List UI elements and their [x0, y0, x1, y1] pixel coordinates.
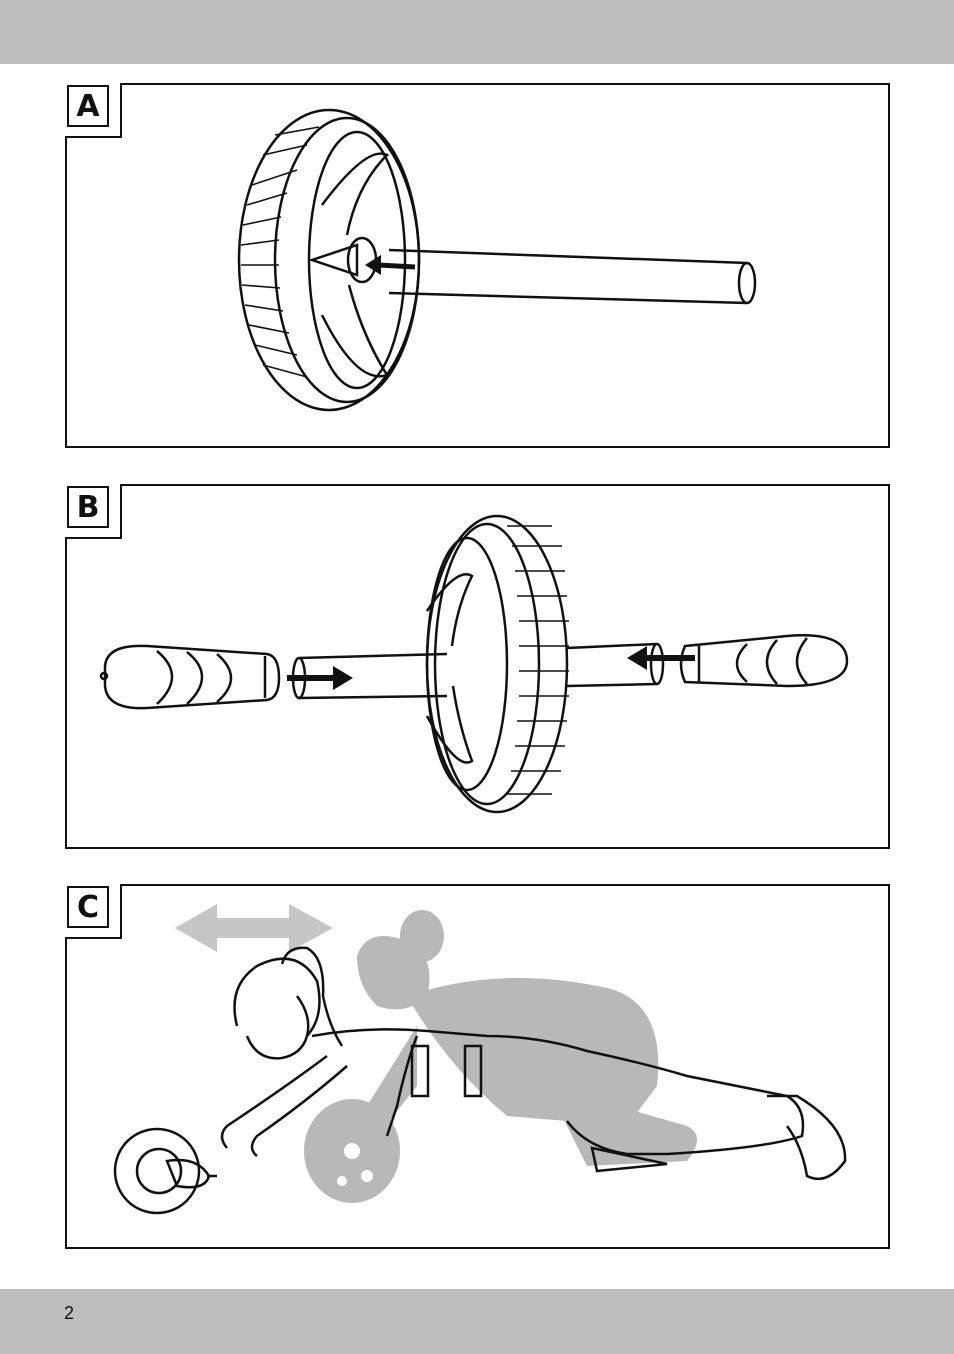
footer-band	[0, 1289, 954, 1354]
page-number: 2	[64, 1303, 74, 1324]
tyre-tread	[505, 526, 569, 794]
panel-label-tab: B	[65, 484, 122, 539]
figure-panel-b: B	[65, 484, 890, 849]
wheel-axle-illustration	[67, 85, 892, 450]
panel-label: A	[67, 85, 109, 127]
panel-label: B	[67, 486, 109, 528]
figure-panel-a: A	[65, 83, 890, 448]
handles-assembly-illustration	[67, 486, 892, 851]
figure-panel-c: C	[65, 884, 890, 1249]
panel-label-tab: A	[65, 83, 122, 138]
insert-arrow-left-icon	[287, 666, 353, 690]
header-band	[0, 0, 954, 64]
panel-label-tab: C	[65, 884, 122, 939]
motion-arrow-icon	[175, 904, 333, 952]
panel-label: C	[67, 886, 109, 928]
exercise-illustration	[67, 886, 892, 1251]
